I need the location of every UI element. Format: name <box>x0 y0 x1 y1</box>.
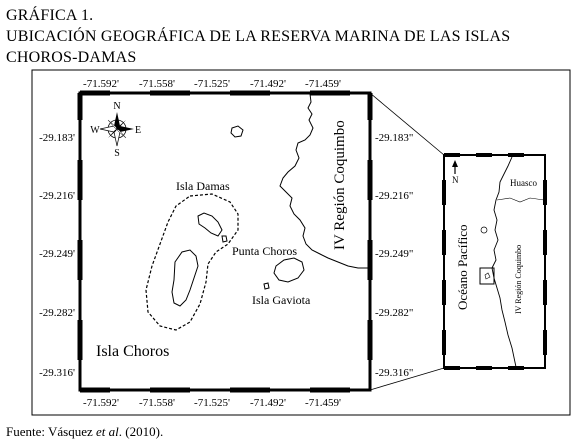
figure-source: Fuente: Vásquez et al. (2010). <box>6 424 163 440</box>
isla-gaviota-shape <box>273 257 305 283</box>
region-label: IV Región Coquimbo <box>332 120 348 250</box>
inset-coastline <box>491 156 517 368</box>
compass-rose-icon <box>99 112 134 147</box>
right-tick-label: -29.282" <box>375 307 413 319</box>
inset-islet <box>480 226 488 234</box>
connector-line <box>369 367 445 391</box>
bottom-tick-label: -71.492' <box>250 397 286 409</box>
punta-choros-label: Punta Choros <box>232 244 297 258</box>
right-tick-label: -29.183" <box>375 132 413 144</box>
source-prefix: Fuente: Vásquez <box>6 424 97 439</box>
bottom-tick-label: -71.459' <box>305 397 341 409</box>
right-tick-label: -29.216" <box>375 190 413 202</box>
inset-map-frame <box>443 154 546 369</box>
figure-title-line-1: UBICACIÓN GEOGRÁFICA DE LA RESERVA MARIN… <box>6 28 511 45</box>
isla-gaviota-label: Isla Gaviota <box>252 293 311 307</box>
top-tick-label: -71.592' <box>83 78 119 90</box>
inset-region-border <box>496 197 545 203</box>
top-tick-label: -71.459' <box>305 78 341 90</box>
inset-huasco-label: Huasco <box>510 178 537 188</box>
isla-choros-shape <box>171 249 199 307</box>
left-tick-label: -29.216' <box>39 190 75 202</box>
islet <box>263 282 270 290</box>
isla-damas-label: Isla Damas <box>176 179 230 193</box>
left-tick-label: -29.183' <box>39 132 75 144</box>
source-suffix: . (2010). <box>118 424 164 439</box>
inset-islands <box>484 272 491 280</box>
left-tick-label: -29.249' <box>39 248 75 260</box>
marine-reserve-boundary <box>145 193 239 331</box>
compass-east-label: E <box>135 125 141 136</box>
bottom-tick-label: -71.558' <box>139 397 175 409</box>
frame-scale-bars <box>77 90 373 393</box>
compass-south-label: S <box>114 148 120 159</box>
bottom-tick-label: -71.525' <box>194 397 230 409</box>
inset-study-area-box <box>479 267 495 285</box>
right-tick-label: -29.249" <box>375 248 413 260</box>
inset-region-label: IV Región Coquimbo <box>514 245 523 314</box>
islet <box>230 125 244 138</box>
top-tick-label: -71.492' <box>250 78 286 90</box>
compass-west-label: W <box>90 125 100 136</box>
inset-scale-bars <box>442 153 547 370</box>
outer-frame <box>31 69 571 416</box>
coastline <box>279 93 369 269</box>
isla-damas-shape <box>197 212 223 237</box>
islet <box>221 235 228 243</box>
inset-ocean-label: Océano Pacífico <box>455 224 470 310</box>
north-arrow-icon <box>452 160 458 174</box>
left-tick-label: -29.282' <box>39 307 75 319</box>
right-tick-label: -29.316" <box>375 367 413 379</box>
top-tick-label: -71.525' <box>194 78 230 90</box>
figure-title-line-2: CHOROS-DAMAS <box>6 49 137 66</box>
isla-choros-label: Isla Choros <box>96 343 169 360</box>
bottom-tick-label: -71.592' <box>83 397 119 409</box>
source-italic: et al <box>96 424 119 439</box>
figure-number: GRÁFICA 1. <box>6 7 94 24</box>
compass-north-label: N <box>113 101 120 112</box>
left-tick-label: -29.316' <box>39 367 75 379</box>
connector-line <box>369 92 445 156</box>
top-tick-label: -71.558' <box>139 78 175 90</box>
inset-north-label: N <box>452 175 459 185</box>
